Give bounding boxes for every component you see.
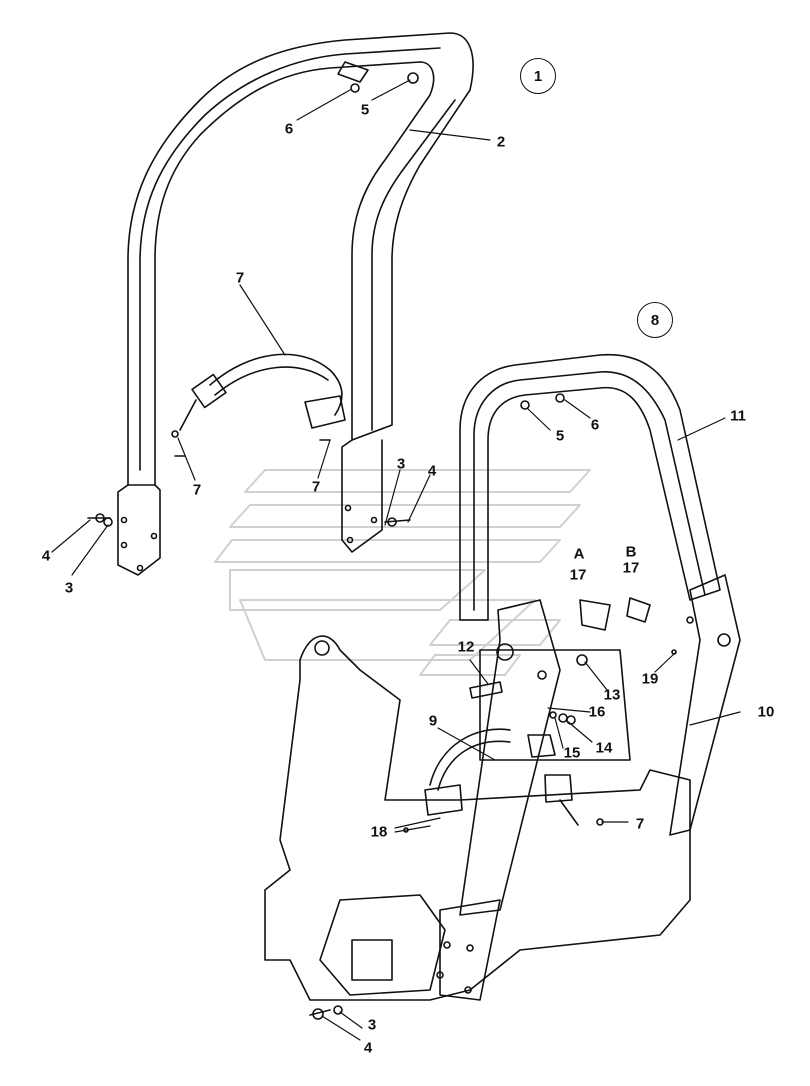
label-6-upper: 6 [284, 120, 294, 138]
label-A: A [573, 545, 585, 563]
hardware-upper [87, 61, 419, 527]
rops-frame-1 [117, 32, 474, 576]
label-3-upper-left: 3 [64, 579, 74, 597]
label-11: 11 [730, 407, 746, 425]
label-17-B: 17 [622, 559, 640, 577]
label-17-A: 17 [569, 566, 587, 584]
callout-8: 8 [637, 302, 673, 338]
label-4-lower: 4 [363, 1039, 373, 1057]
label-5-upper: 5 [360, 101, 370, 119]
label-6-lower: 6 [590, 416, 600, 434]
label-15: 15 [563, 744, 581, 762]
label-18: 18 [370, 823, 388, 841]
label-13: 13 [603, 686, 621, 704]
machine-body [264, 635, 691, 1001]
label-4-upper-right: 4 [427, 462, 437, 480]
label-2: 2 [496, 133, 506, 151]
label-7-lower: 7 [635, 815, 645, 833]
label-14: 14 [595, 739, 613, 757]
callout-1: 1 [520, 58, 556, 94]
label-10: 10 [757, 703, 775, 721]
label-9: 9 [428, 712, 438, 730]
label-3-upper-right: 3 [396, 455, 406, 473]
label-4-upper-left: 4 [41, 547, 51, 565]
label-7-belt: 7 [235, 269, 245, 287]
label-3-lower: 3 [367, 1016, 377, 1034]
seat-belt-1 [171, 353, 346, 457]
label-19: 19 [641, 670, 659, 688]
rops-frame-8 [436, 353, 741, 1001]
label-B: B [625, 543, 637, 561]
label-16: 16 [588, 703, 606, 721]
label-7-mid: 7 [311, 478, 321, 496]
label-7-left: 7 [192, 481, 202, 499]
label-5-lower: 5 [555, 427, 565, 445]
label-12: 12 [457, 638, 475, 656]
leader-lines [51, 79, 741, 1041]
watermark-logo [214, 469, 591, 676]
